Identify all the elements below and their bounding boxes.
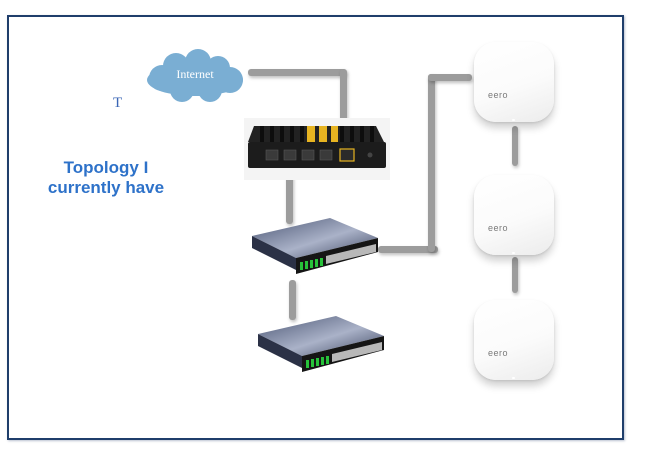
heatsink-fins — [260, 126, 374, 142]
switch-ports — [332, 342, 382, 362]
mesh-link-eero1-eero2 — [512, 126, 518, 166]
eero-logo: eero — [488, 90, 509, 100]
eero-logo: eero — [488, 223, 509, 233]
ethernet-ports — [265, 149, 333, 161]
eero-access-point-2: eero — [474, 175, 554, 255]
status-leds — [300, 258, 323, 270]
cable-switch1-eero-horizontal — [378, 246, 438, 253]
cable-router-switch1 — [286, 162, 293, 224]
internet-cloud: Internet — [147, 49, 243, 102]
diagram-title: Topology I currently have — [47, 158, 165, 197]
cable-switch1-eero-top — [428, 74, 472, 81]
wan-port — [339, 148, 355, 162]
cable-switch1-switch2 — [289, 280, 296, 320]
router-accent-stripes — [307, 126, 338, 142]
cable-switch1-eero-vertical — [428, 74, 435, 252]
status-led — [512, 377, 515, 379]
mesh-link-eero2-eero3 — [512, 257, 518, 293]
power-jack — [367, 152, 373, 158]
cable-internet-router-horizontal — [248, 69, 346, 76]
status-leds — [306, 356, 329, 368]
stray-text: T — [113, 95, 123, 111]
router-device — [244, 118, 390, 180]
switch-ports — [326, 244, 376, 264]
eero-access-point-3: eero — [474, 300, 554, 380]
network-switch-1 — [252, 218, 378, 274]
cable-internet-router-vertical — [340, 69, 347, 161]
eero-access-point-1: eero — [474, 42, 554, 122]
internet-label: Internet — [176, 67, 214, 81]
eero-logo: eero — [488, 348, 509, 358]
status-led — [512, 119, 515, 121]
cloud-icon — [147, 49, 243, 102]
network-switch-2 — [258, 316, 384, 372]
status-led — [512, 252, 515, 254]
